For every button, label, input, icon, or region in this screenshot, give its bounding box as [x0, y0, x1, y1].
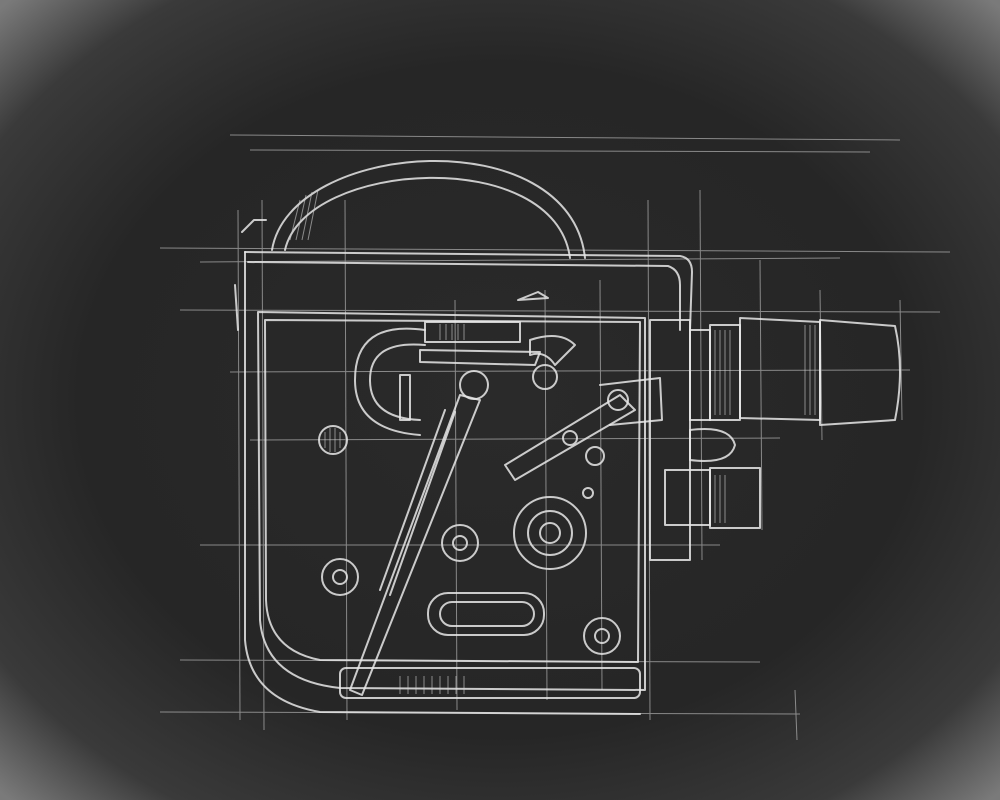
camera-handle [271, 160, 586, 259]
mechanism [318, 291, 663, 696]
lens-assembly [649, 317, 901, 561]
camera-body [234, 219, 693, 715]
